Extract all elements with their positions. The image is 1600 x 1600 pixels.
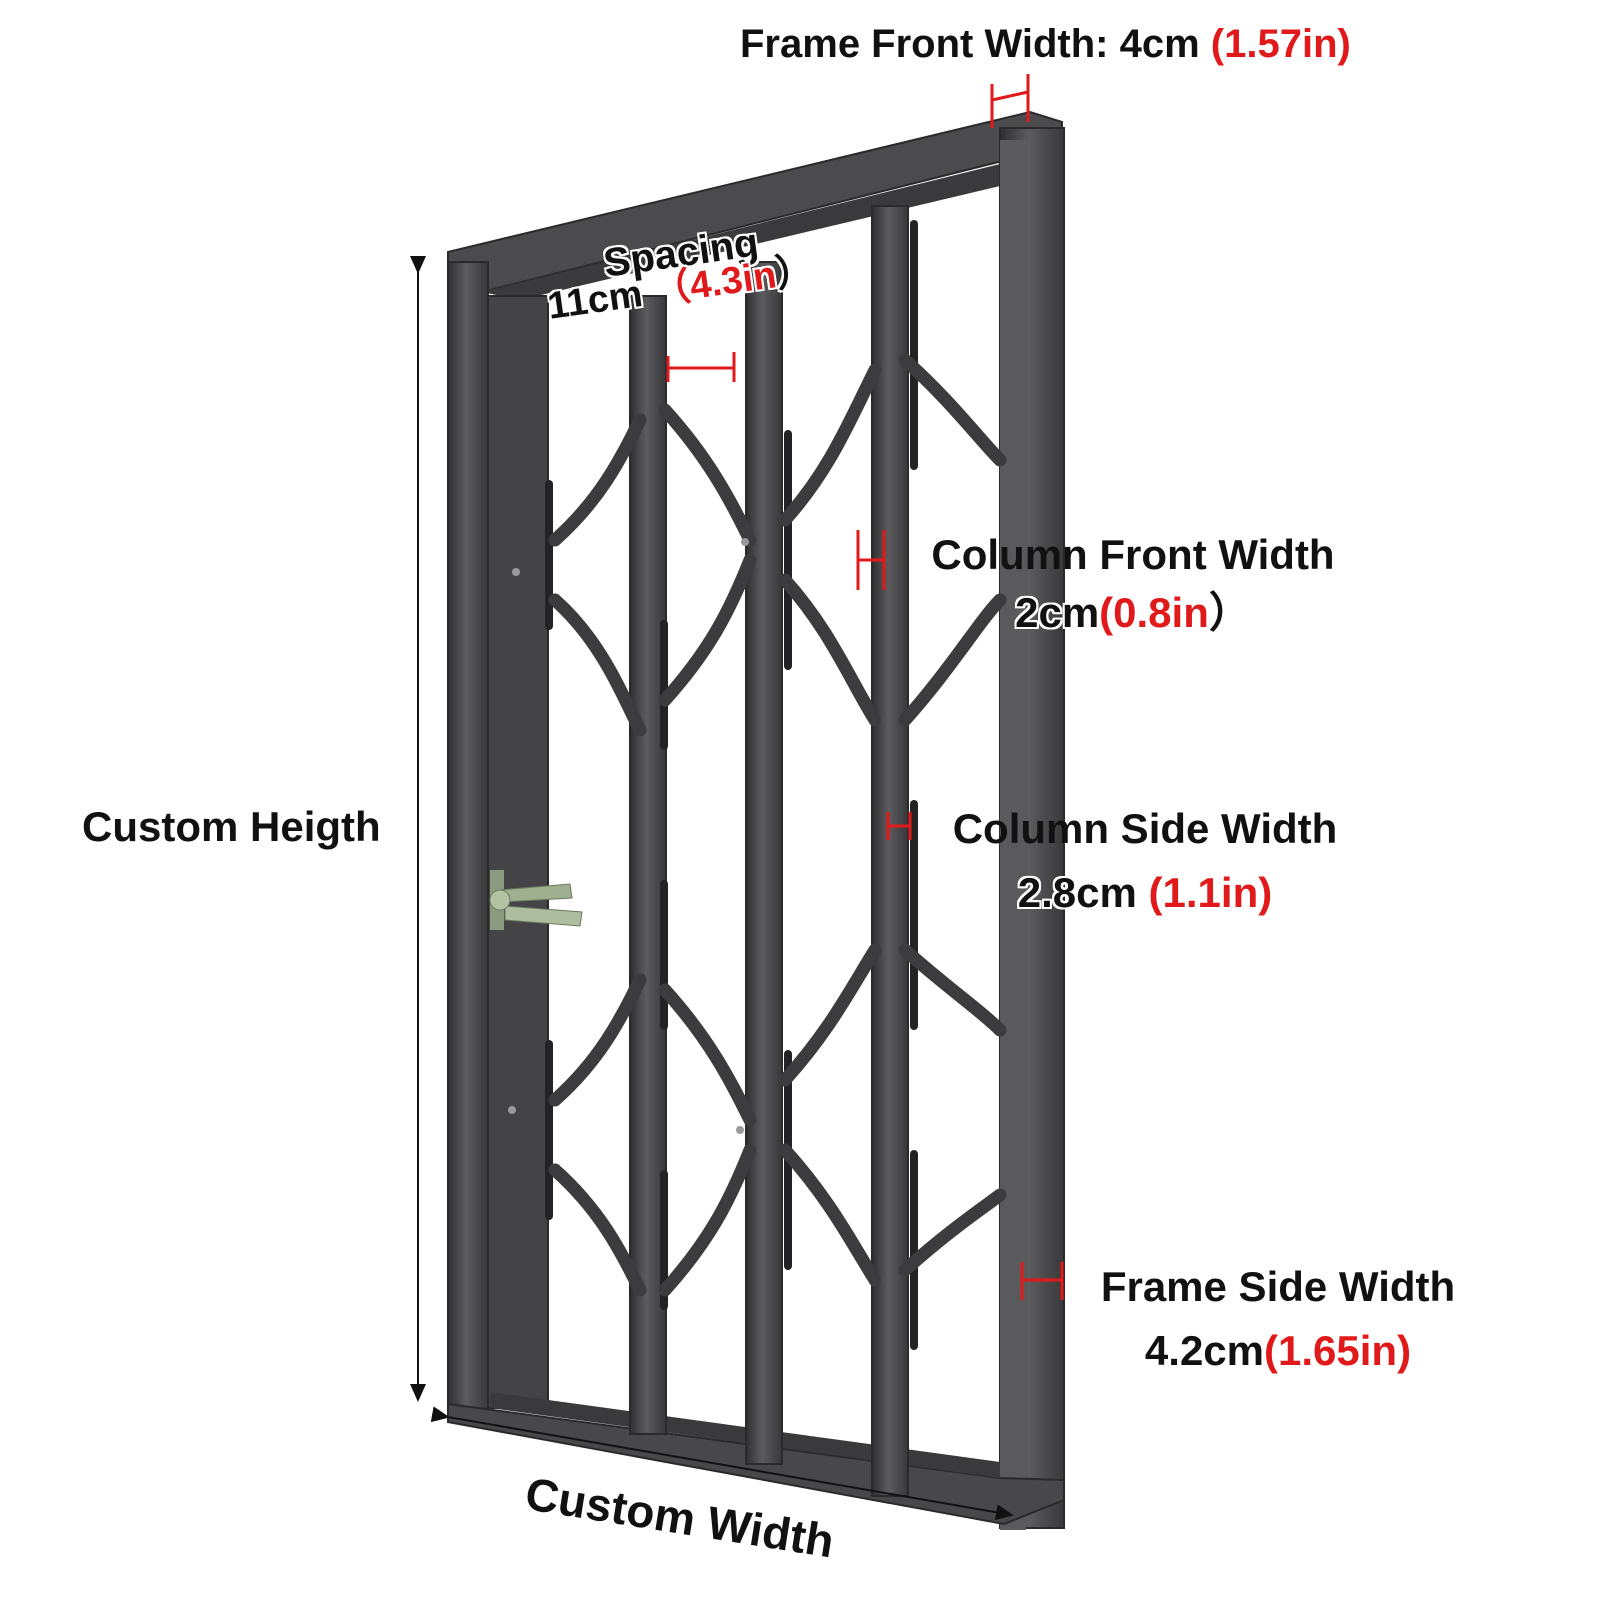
- column-front-width-title: Column Front Width: [931, 531, 1335, 578]
- column-side-width-cm: 2.8cm: [1017, 869, 1149, 916]
- frame-front-width-inch: (1.57in): [1210, 22, 1351, 66]
- frame-side-marker: [1020, 1262, 1064, 1300]
- frame-front-marker: [990, 74, 1030, 128]
- spacing-marker: [666, 352, 736, 382]
- columns: [545, 205, 918, 1497]
- column-side-width-label: Column Side Width 2.8cm (1.1in): [930, 808, 1360, 914]
- frame-left-inner: [487, 295, 549, 1409]
- rivets: [508, 538, 749, 1134]
- frame-top-inner-edge: [482, 164, 1000, 300]
- frame-side-width-inch: (1.65in): [1264, 1327, 1412, 1374]
- frame-side-width-cm: 4.2cm: [1144, 1327, 1265, 1374]
- column-front-width-close: ）: [1208, 589, 1251, 636]
- frame-side-width-title: Frame Side Width: [1100, 1263, 1456, 1310]
- column-front-width-inch: (0.8in: [1099, 589, 1209, 636]
- width-dimension-arrow: [430, 1406, 1014, 1521]
- column-side-width-inch: (1.1in): [1148, 869, 1273, 916]
- frame-front-width-label: Frame Front Width: 4cm (1.57in): [740, 24, 1351, 64]
- measurement-markers: [666, 74, 1064, 1300]
- scissor-links: [548, 353, 1007, 1297]
- keys-icon: [489, 870, 583, 930]
- frame-front-width-text: Frame Front Width: 4cm: [740, 22, 1211, 66]
- column-side-marker: [886, 812, 912, 840]
- column-front-width-label: Column Front Width 2cm(0.8in）: [908, 534, 1358, 634]
- column-bar: [745, 261, 783, 1465]
- custom-height-label: Custom Heigth: [82, 803, 381, 850]
- frame-side-width-label: Frame Side Width 4.2cm(1.65in): [1078, 1266, 1478, 1372]
- column-side-width-title: Column Side Width: [952, 805, 1338, 852]
- column-front-marker: [856, 530, 886, 590]
- spacing-close: ）: [773, 248, 817, 296]
- column-front-width-cm: 2cm: [1015, 589, 1100, 636]
- column-bar: [871, 205, 909, 1497]
- frame-left-post: [447, 261, 489, 1411]
